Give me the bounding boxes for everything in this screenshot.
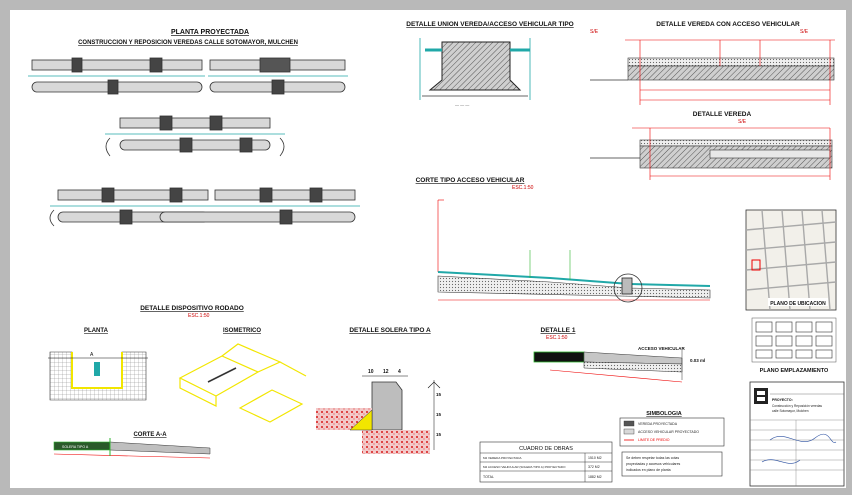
proyecto-label: PROYECTO: (772, 398, 793, 402)
proyecto-name: Construcción y Reposición veredas calle … (772, 404, 823, 413)
solera-height-1: 15 (436, 392, 442, 397)
svg-text:A: A (90, 352, 94, 358)
detalle1-label: ACCESO VEHICULAR (638, 346, 686, 351)
planta-title: PLANTA PROYECTADA (171, 29, 249, 36)
simbologia-item-1: VEREDA PROYECTADA (638, 422, 678, 426)
disp-planta-label: PLANTA (84, 328, 109, 334)
corte-tipo-acceso: CORTE TIPO ACCESO VEHICULAR ESC.1:50 (416, 177, 711, 303)
detalle1-title: DETALLE 1 (541, 327, 576, 334)
simbologia-item-3: LIMITE DE PREDIO (638, 438, 670, 442)
union-title: DETALLE UNION VEREDA/ACCESO VEHICULAR TI… (406, 21, 573, 28)
detalle-solera: DETALLE SOLERA TIPO A 10 12 4 15 15 15 (316, 327, 442, 454)
simbologia-title: SIMBOLOGIA (646, 411, 681, 417)
solera-dim-3: 4 (398, 369, 401, 375)
cuadro-row1-value: 1510 M2 (588, 456, 602, 460)
solera-dim-2: 12 (383, 369, 389, 375)
detalle-vereda-acceso: DETALLE VEREDA CON ACCESO VEHICULAR S/E (590, 21, 835, 105)
plano-ubicacion: PLANO DE UBICACION (745, 209, 837, 311)
cuadro-obras: CUADRO DE OBRAS M2 VEREDA PROYECTADA 151… (479, 441, 613, 483)
ubicacion-label: PLANO DE UBICACION (770, 301, 826, 307)
svg-text:— — —: — — — (455, 102, 469, 107)
simbologia: SIMBOLOGIA VEREDA PROYECTADA ACCESO VEHI… (619, 411, 725, 447)
vereda-acceso-scale: S/E (800, 29, 809, 35)
signature-2 (761, 459, 801, 464)
cuadro-row2-value: 372 M2 (588, 465, 600, 469)
dispositivo-title: DETALLE DISPOSITIVO RODADO (140, 305, 244, 312)
solera-dim-1: 10 (368, 369, 374, 375)
plano-emplazamiento: PLANO EMPLAZAMIENTO (751, 317, 837, 374)
nota-box: Se deben respetar todas las cotas proyec… (621, 451, 723, 477)
simbologia-item-2: ACCESO VEHICULAR PROYECTADO (638, 430, 699, 434)
nota-text: Se deben respetar todas las cotas proyec… (626, 456, 681, 472)
detalle1-value: 0.03 ml (690, 358, 705, 363)
cuadro-row3-value: 1882 M2 (588, 475, 602, 479)
drawing-canvas: PLANTA PROYECTADA CONSTRUCCION Y REPOSIC… (28, 21, 845, 487)
plan-block-row2 (119, 115, 271, 153)
union-scale: S/E (590, 29, 599, 35)
solera-height-3: 15 (436, 432, 442, 437)
municipal-logo-icon (754, 388, 768, 404)
detalle-vereda: DETALLE VEREDA S/E (590, 111, 833, 180)
isometrico-label: ISOMETRICO (223, 328, 261, 334)
planta-subtitle: CONSTRUCCION Y REPOSICION VEREDAS CALLE … (78, 40, 298, 46)
cuadro-title: CUADRO DE OBRAS (519, 446, 573, 452)
planta-proyectada: PLANTA PROYECTADA CONSTRUCCION Y REPOSIC… (28, 29, 360, 227)
emplazamiento-label: PLANO EMPLAZAMIENTO (760, 368, 829, 374)
title-block: PROYECTO: Construcción y Reposición vere… (749, 381, 845, 487)
detalle1-scale: ESC.1:50 (546, 335, 568, 341)
vereda-scale: S/E (738, 119, 747, 125)
detalle-1: DETALLE 1 ESC.1:50 ACCESO VEHICULAR 0.03… (533, 327, 705, 383)
detalle-dispositivo: DETALLE DISPOSITIVO RODADO ESC.1:50 PLAN… (48, 305, 307, 459)
solera-height-2: 15 (436, 412, 442, 417)
cuadro-row3-desc: TOTAL (483, 475, 494, 479)
vereda-title: DETALLE VEREDA (693, 111, 752, 118)
drawing-sheet: PLANTA PROYECTADA CONSTRUCCION Y REPOSIC… (10, 10, 846, 488)
dispositivo-scale: ESC.1:50 (188, 313, 210, 319)
detalle-union: DETALLE UNION VEREDA/ACCESO VEHICULAR TI… (406, 21, 598, 107)
cuadro-row1-desc: M2 VEREDA PROYECTADA (483, 456, 521, 460)
cuadro-row2-desc: M2 ACCESO VEHICULAR (SOLERA TIPO A) PROY… (483, 465, 566, 469)
corte-aa-solera-label: SOLERA TIPO A (62, 445, 89, 449)
corte-tipo-title: CORTE TIPO ACCESO VEHICULAR (416, 177, 525, 184)
plan-block-row3 (57, 187, 356, 225)
vereda-acceso-title: DETALLE VEREDA CON ACCESO VEHICULAR (656, 21, 800, 28)
signature-1 (769, 433, 837, 443)
corte-aa-label: CORTE A-A (133, 432, 167, 438)
solera-title: DETALLE SOLERA TIPO A (349, 327, 431, 334)
plan-block-row1 (31, 57, 346, 95)
corte-tipo-scale: ESC.1:50 (512, 185, 534, 191)
